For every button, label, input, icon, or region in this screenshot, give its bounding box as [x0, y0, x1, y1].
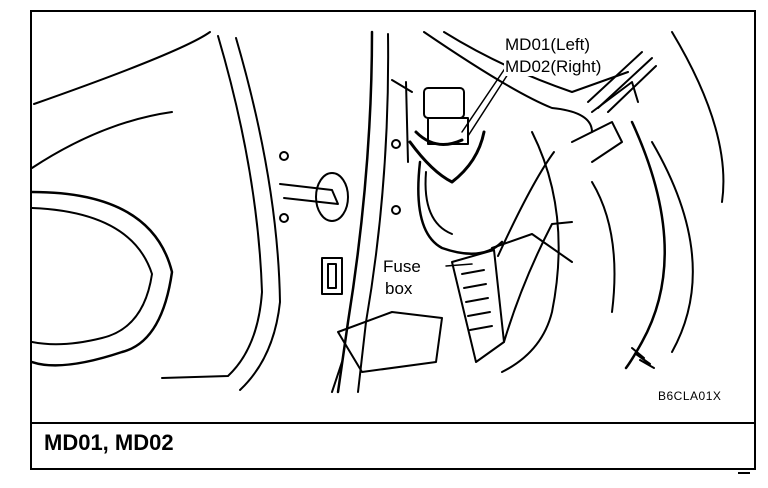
- door-harness-drawing: [32, 30, 725, 394]
- speaker-grill: [32, 190, 174, 367]
- corner-mark: [738, 472, 750, 474]
- fuse-box: [451, 151, 573, 363]
- fuse-box-callout-line2: box: [384, 279, 414, 298]
- reference-code: B6CLA01X: [658, 389, 722, 403]
- connector-cluster: [391, 79, 504, 255]
- figure-frame: [30, 10, 756, 470]
- figure-caption: MD01, MD02: [44, 430, 174, 455]
- caption-divider: [30, 422, 756, 424]
- md01-callout: MD01(Left): [504, 35, 592, 54]
- fuse-box-callout-line1: Fuse: [382, 257, 422, 276]
- md02-callout: MD02(Right): [504, 57, 603, 76]
